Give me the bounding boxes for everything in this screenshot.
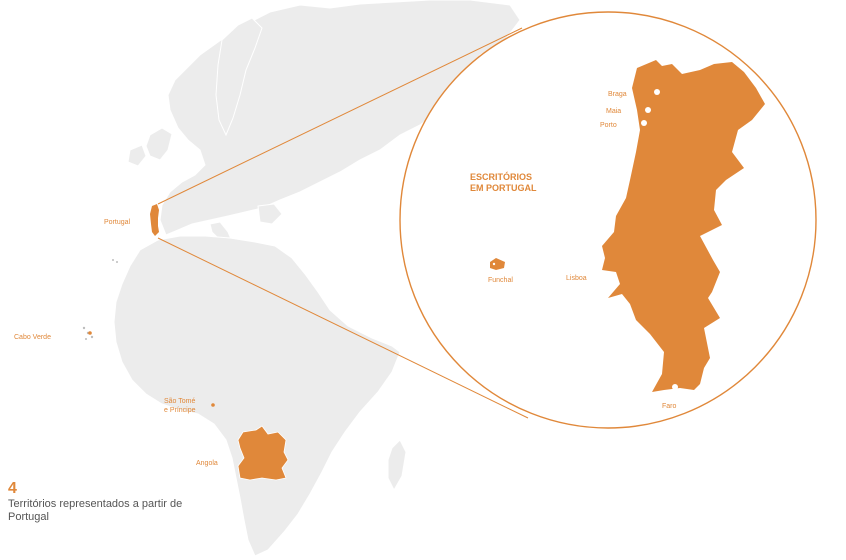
funchal-label: Funchal	[488, 277, 513, 284]
zoom-leader-line	[157, 27, 523, 205]
angola-label: Angola	[196, 460, 218, 467]
portugal-large-shape	[602, 60, 765, 392]
maia-label: Maia	[606, 108, 621, 115]
europe-landmass	[127, 0, 521, 251]
angola-shape	[237, 425, 289, 481]
sao-tome-label: São Tomé	[164, 398, 195, 405]
cabo-verde-marker	[88, 331, 92, 335]
sao-tome-label-2: e Príncipe	[164, 407, 196, 414]
porto-label: Porto	[600, 122, 617, 129]
maia-marker	[645, 107, 651, 113]
territories-count: 4	[8, 480, 17, 497]
zoom-leader-line	[157, 237, 529, 419]
escritorios-title-2: EM PORTUGAL	[470, 183, 537, 193]
faro-marker	[672, 384, 678, 390]
city-markers	[603, 89, 678, 390]
madeira-shape	[490, 258, 505, 270]
africa-landmass	[113, 235, 407, 557]
portugal-label: Portugal	[104, 219, 131, 226]
territories-stat: 4 Territórios representados a partir de …	[8, 480, 228, 524]
faro-label: Faro	[662, 403, 677, 410]
sao-tome-marker	[211, 403, 215, 407]
lisboa-label: Lisboa	[566, 275, 587, 282]
braga-label: Braga	[608, 91, 627, 98]
porto-marker	[641, 120, 647, 126]
zoom-circle	[399, 11, 817, 429]
portugal-small-shape	[150, 204, 159, 236]
territories-description: Territórios representados a partir de Po…	[8, 498, 183, 523]
cabo-verde-label: Cabo Verde	[14, 334, 51, 341]
lisboa-marker	[603, 271, 609, 277]
island-dots	[82, 259, 118, 340]
braga-marker	[654, 89, 660, 95]
escritorios-title: ESCRITÓRIOS	[470, 171, 532, 182]
